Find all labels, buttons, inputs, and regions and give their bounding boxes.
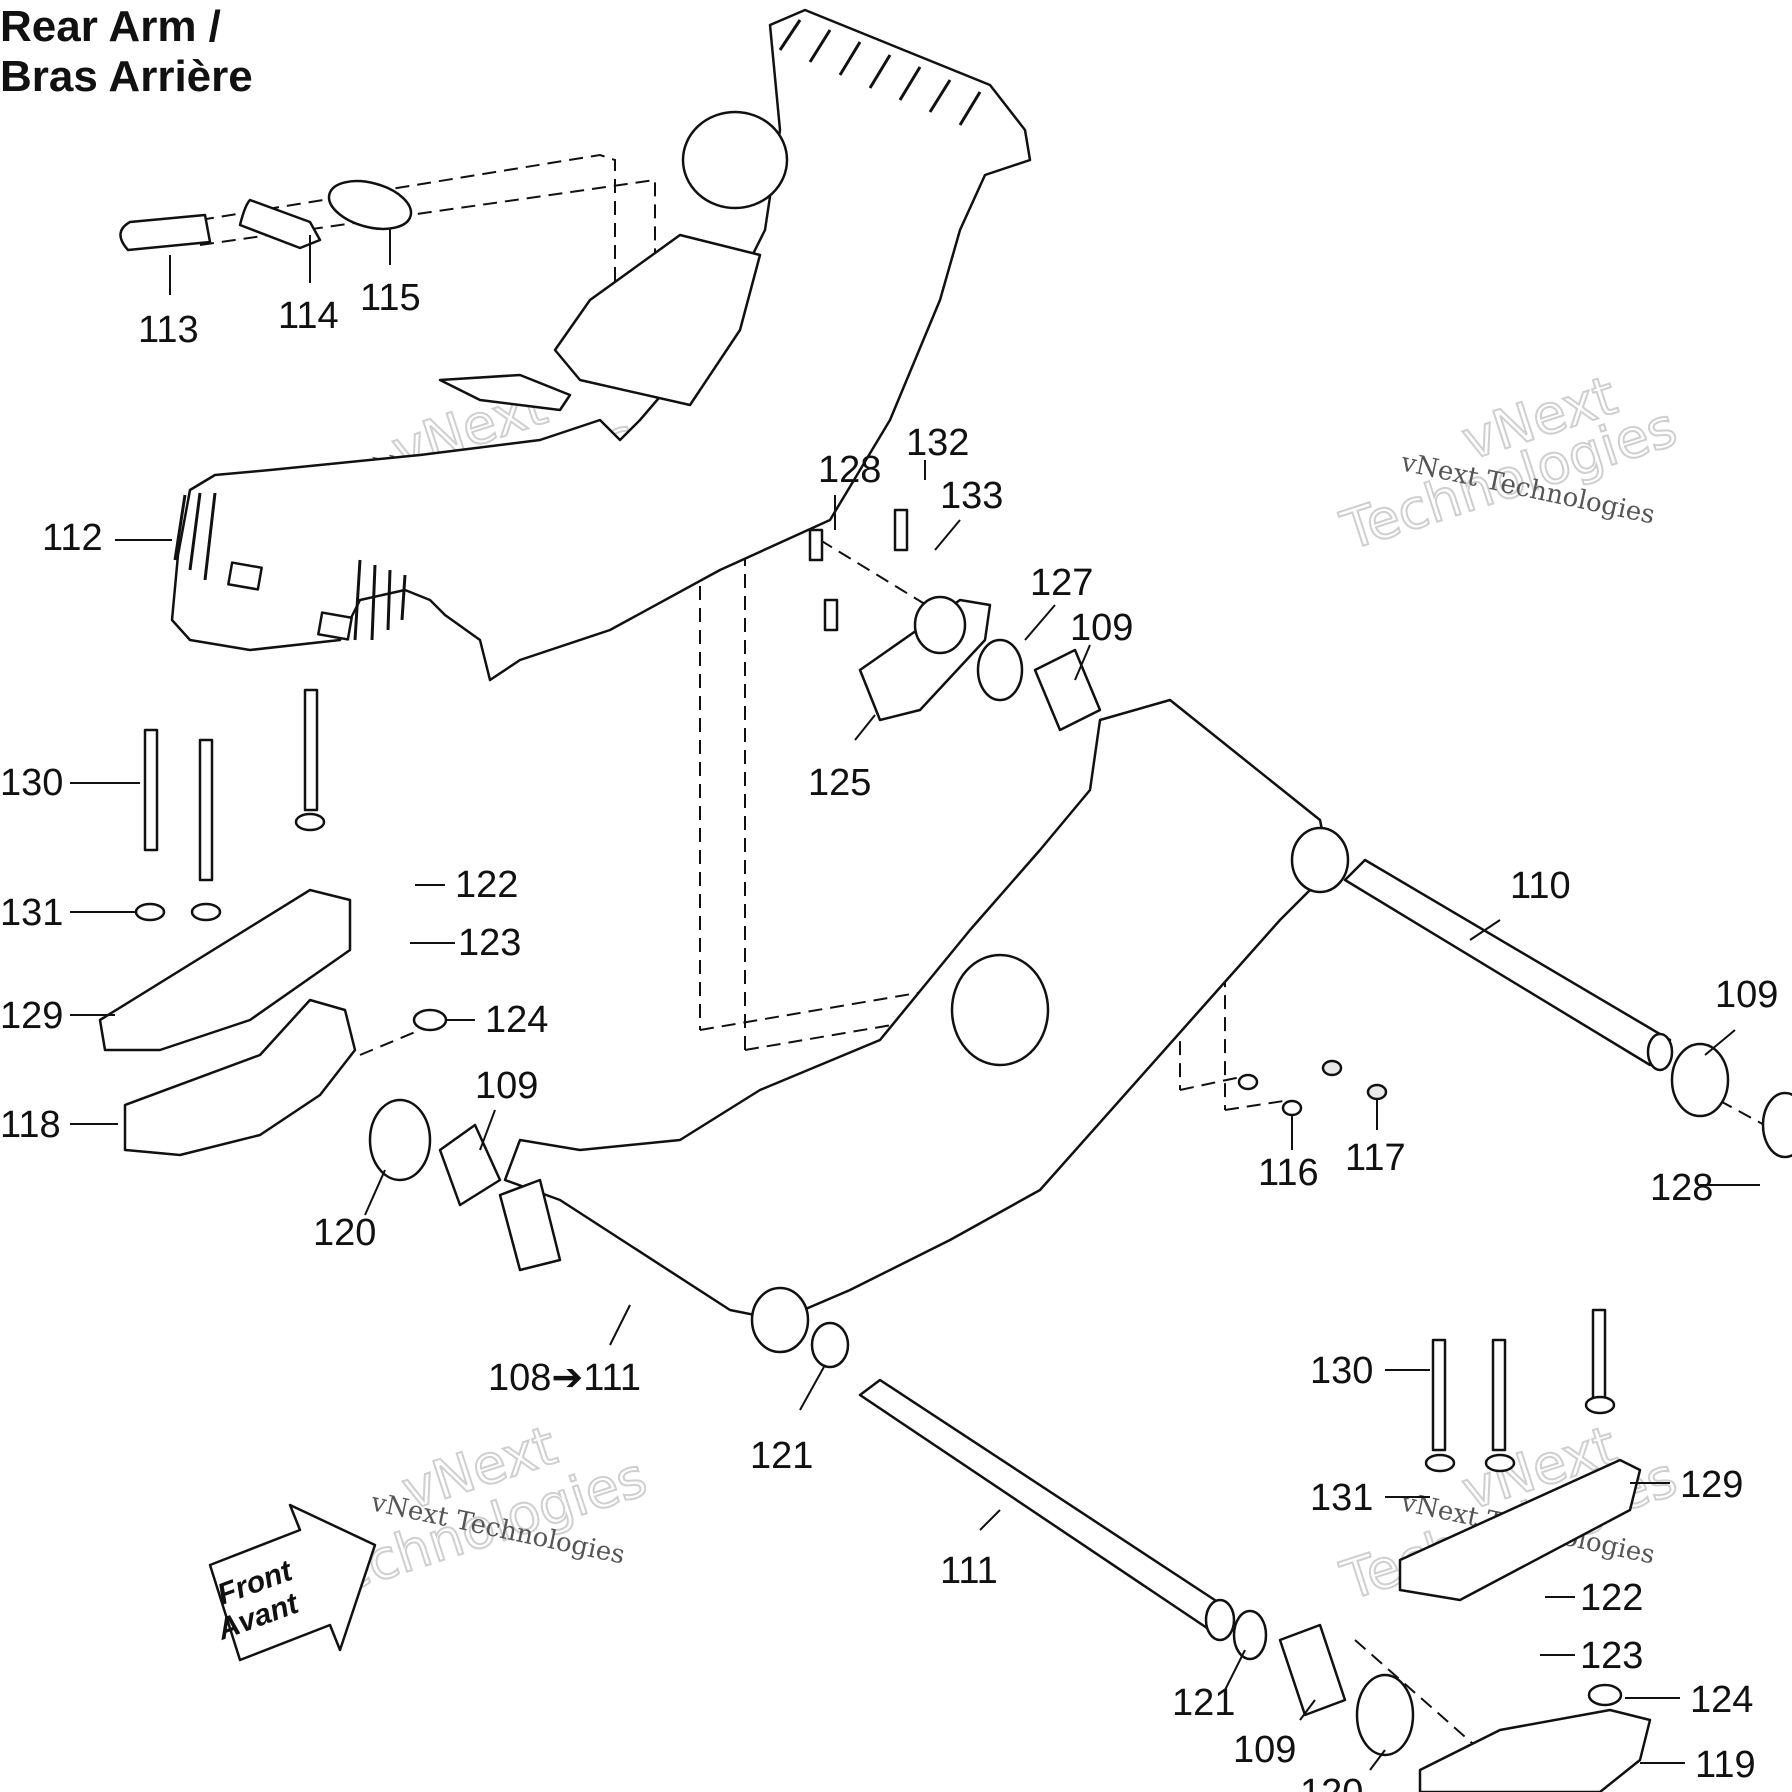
callout-118: 118 (0, 1104, 61, 1146)
callout-127: 127 (1030, 562, 1093, 604)
callout-129-right: 129 (1680, 1464, 1743, 1506)
watermark-top-right: vNext Technologies vNext Technologies (1333, 363, 1685, 564)
left-bracket-part-118 (98, 688, 448, 1157)
callout-numbers: 113 114 115 112 128 132 133 127 109 125 … (0, 277, 1778, 1792)
title-line-french: Bras Arrière (0, 52, 253, 101)
callout-122-right: 122 (1580, 1577, 1643, 1619)
callout-109-bottom: 109 (1233, 1729, 1296, 1771)
callout-120-left: 120 (313, 1212, 376, 1254)
callout-121-mid: 121 (750, 1435, 813, 1477)
callout-124-right: 124 (1690, 1679, 1753, 1721)
callout-110: 110 (1510, 865, 1571, 907)
callout-115: 115 (360, 277, 421, 319)
callout-121-bottom: 121 (1172, 1682, 1235, 1724)
clamp-part-125 (808, 508, 992, 722)
callout-129-left: 129 (0, 995, 63, 1037)
cover-ribs-front (173, 492, 407, 641)
callout-130-left: 130 (0, 762, 63, 804)
callout-112: 112 (42, 517, 103, 559)
callout-130-right: 130 (1310, 1350, 1373, 1392)
callout-119: 119 (1695, 1744, 1756, 1786)
callout-124-left: 124 (485, 999, 548, 1041)
diagram-title: Rear Arm / Bras Arrière (0, 2, 253, 102)
small-parts-113-115 (119, 179, 413, 252)
callout-leaders (70, 228, 1760, 1771)
bushings-left (368, 638, 1102, 1207)
callout-116: 116 (1258, 1152, 1319, 1194)
callout-109-top: 109 (1070, 607, 1133, 649)
front-arrow: Front Avant (208, 1503, 377, 1662)
callout-131-left: 131 (0, 892, 63, 934)
callout-128-right: 128 (1650, 1167, 1713, 1209)
swing-arm-part-108 (498, 698, 1350, 1354)
callout-108-to-111: 108➔111 (488, 1357, 641, 1399)
hardware-116-117 (1237, 1059, 1388, 1117)
callout-117: 117 (1345, 1137, 1406, 1179)
callout-125: 125 (808, 762, 871, 804)
callout-123-right: 123 (1580, 1635, 1643, 1677)
callout-128-top: 128 (818, 449, 881, 491)
callout-109-right: 109 (1715, 974, 1778, 1016)
callout-109-left: 109 (475, 1065, 538, 1107)
callout-131-right: 131 (1310, 1477, 1373, 1519)
callout-120-bottom: 120 (1300, 1772, 1363, 1792)
shaft-part-111 (810, 1321, 1415, 1757)
callout-113: 113 (138, 309, 199, 351)
shaft-part-110 (1343, 858, 1792, 1159)
callout-133: 133 (940, 475, 1003, 517)
right-bracket-part-119 (1398, 1308, 1652, 1792)
rear-cover-part-112 (170, 8, 1032, 682)
callout-123-left: 123 (458, 922, 521, 964)
callout-114: 114 (278, 295, 339, 337)
callout-122-left: 122 (455, 864, 518, 906)
callout-111: 111 (940, 1550, 998, 1592)
callout-132: 132 (906, 422, 969, 464)
cover-ribs-rear (778, 19, 982, 126)
title-line-english: Rear Arm / (0, 2, 221, 51)
